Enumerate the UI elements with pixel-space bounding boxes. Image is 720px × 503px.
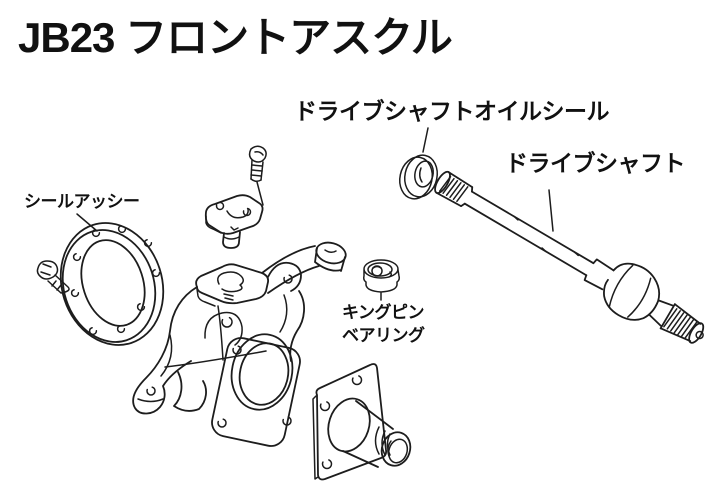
label-kingpin-bearing-line2: ベアリング bbox=[342, 326, 425, 345]
label-driveshaft: ドライブシャフト bbox=[505, 150, 686, 176]
seal-assembly-drawing bbox=[59, 222, 165, 346]
page-title: JB23 フロントアスクル bbox=[18, 14, 453, 61]
flange-bolt-drawing bbox=[36, 260, 70, 294]
oil-seal-drawing bbox=[399, 154, 438, 200]
kingpin-cap-drawing bbox=[204, 194, 264, 249]
leader-lines bbox=[76, 127, 554, 301]
kingpin-bearing-drawing bbox=[363, 259, 400, 293]
label-kingpin-bearing: キングピン ベアリング bbox=[342, 301, 425, 347]
label-driveshaft-oil-seal: ドライブシャフトオイルシール bbox=[294, 98, 610, 124]
kingpin-bolt-drawing bbox=[248, 145, 267, 206]
label-kingpin-bearing-line1: キングピン bbox=[342, 303, 424, 322]
spindle-flange-drawing bbox=[312, 363, 412, 481]
drive-shaft-drawing bbox=[434, 170, 705, 344]
label-seal-assy: シールアッシー bbox=[24, 192, 140, 211]
steering-knuckle-drawing bbox=[132, 241, 347, 447]
